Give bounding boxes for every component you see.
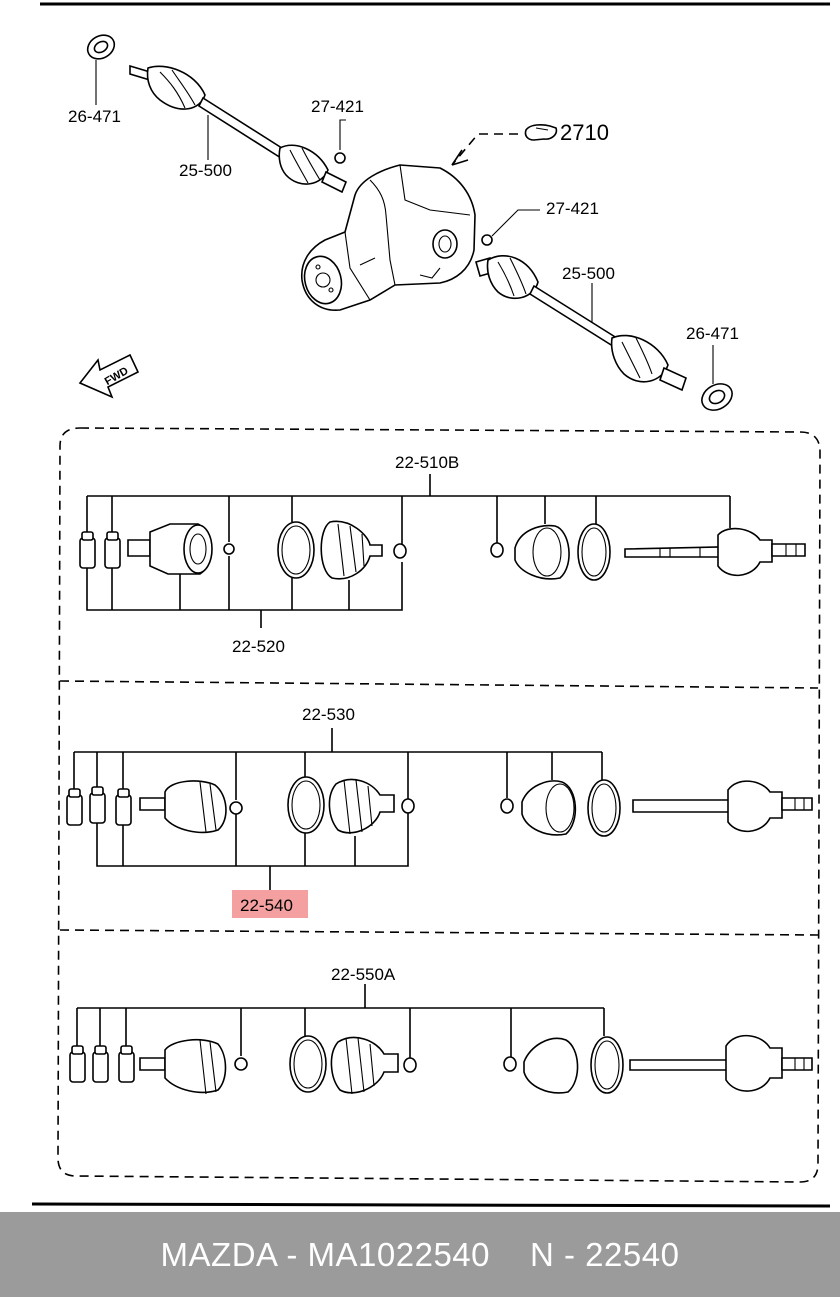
parts-diagram: 2710 26-471 25-500 27-421 27-421 25-500 … [31,2,831,1208]
label-group2-top: 22-530 [302,705,355,724]
circlip-right [481,209,540,246]
highlight-box [232,890,308,918]
drive-shaft-left [129,64,348,194]
kit-group-2 [66,728,813,892]
label-shaft-right: 25-500 [562,264,615,283]
bottom-rule [31,1202,831,1208]
label-clip-left: 27-421 [311,97,364,116]
oil-seal-right [701,345,733,411]
label-clip-right: 27-421 [546,199,599,218]
footer-part-number: MAZDA - MA1022540 [160,1235,491,1273]
separator-2 [59,929,819,936]
hand-pointer-icon [524,124,558,141]
differential-housing [300,164,476,311]
label-group1-top: 22-510B [395,453,459,472]
label-group2-bottom[interactable]: 22-540 [240,896,293,915]
drive-shaft-right [475,255,687,392]
kit-group-1 [79,474,806,628]
assembly-leader [451,133,518,166]
label-group1-bottom: 22-520 [232,637,285,656]
label-seal-right: 26-471 [686,324,739,343]
forward-arrow-icon [78,353,140,399]
footer-bar: MAZDA - MA1022540 N - 22540 [0,1212,840,1297]
label-seal-left: 26-471 [68,107,121,126]
label-shaft-left: 25-500 [179,161,232,180]
kit-group-3 [69,984,813,1095]
separator-1 [59,680,819,689]
kits-frame [57,427,821,1183]
circlip-left [334,119,346,164]
label-group3-top: 22-550A [331,965,396,984]
footer-catalog-code: N - 22540 [530,1235,680,1273]
oil-seal-left [86,34,116,105]
label-assembly: 2710 [560,120,609,145]
upper-assembly [78,34,733,411]
